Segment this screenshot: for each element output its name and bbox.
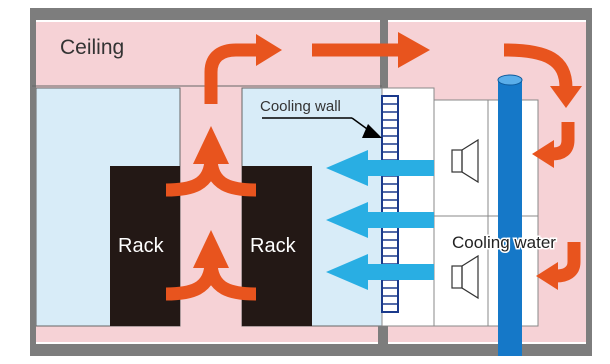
cooling-wall: [381, 95, 399, 313]
fan-icon-upper: [451, 138, 479, 184]
cold-air-arrow-3: [326, 254, 434, 290]
ceiling-label: Ceiling: [60, 36, 124, 59]
hot-air-split-lower: [165, 261, 257, 301]
hot-air-head-ceiling: [398, 32, 430, 68]
cold-air-arrows: [326, 150, 434, 290]
hot-air-arrowheads: [193, 32, 582, 290]
hot-air-arrows: [165, 43, 581, 301]
cold-air-arrow-2: [326, 202, 434, 238]
hot-air-head-split-upper: [193, 126, 229, 164]
hot-air-return-1: [551, 122, 575, 161]
hot-air-descend: [503, 43, 573, 89]
hot-air-rise-turn: [204, 43, 256, 104]
hot-air-head-turn: [256, 34, 282, 66]
cooling-wall-label: Cooling wall: [260, 98, 341, 115]
hot-air-split-upper: [165, 157, 257, 197]
hot-air-return-2: [555, 242, 581, 283]
rack-left-label: Rack: [118, 235, 165, 257]
rack-right-label: Rack: [250, 235, 297, 257]
fan-enclosure: [433, 99, 539, 327]
hot-air-head-return-2: [536, 262, 558, 290]
cooling-water-pipe: [497, 74, 523, 356]
cooling-water-label: Cooling water: [452, 233, 556, 252]
building-frame: [30, 8, 592, 356]
fan-icon-lower: [451, 254, 479, 300]
cooling-wall-pointer: [262, 117, 382, 138]
cold-air-arrow-1: [326, 150, 434, 186]
hot-air-head-split-lower: [193, 230, 229, 268]
hot-air-head-descend: [550, 86, 582, 108]
hot-air-head-return-1: [532, 140, 554, 168]
